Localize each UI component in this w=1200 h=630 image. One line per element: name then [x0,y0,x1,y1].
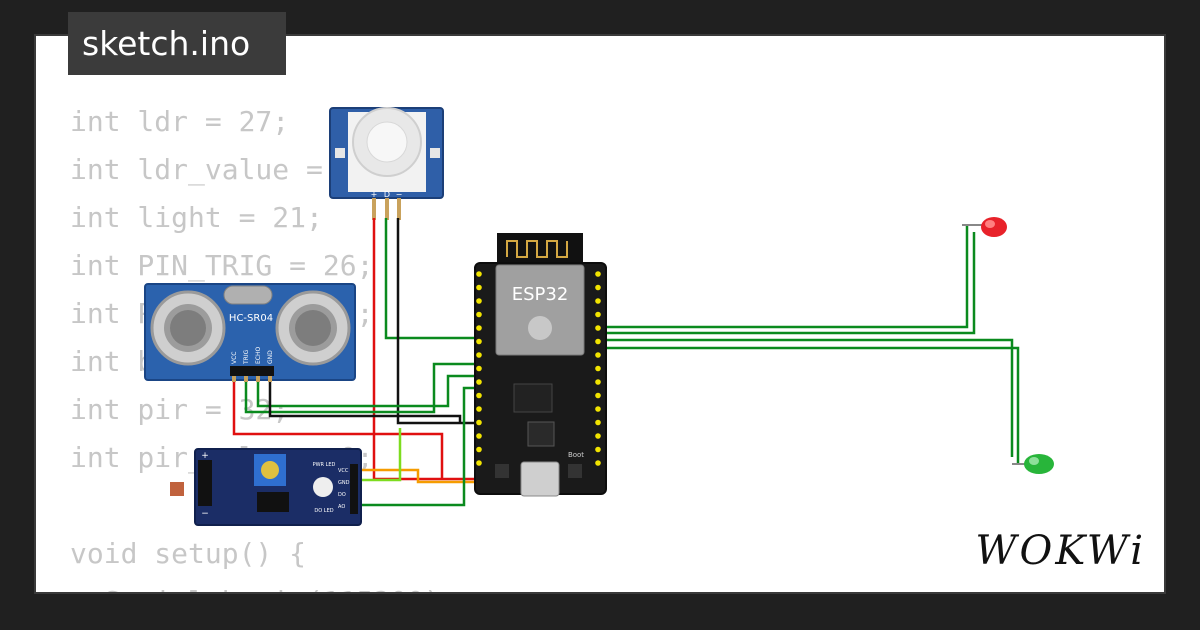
wire-ldr-ao [357,386,478,507]
esp32-pin [595,325,601,331]
esp32-pin [595,379,601,385]
esp32-pin [595,271,601,277]
esp32-pin [595,298,601,304]
ldr-plus-label: + [201,451,209,461]
ldr-minus-label: − [201,509,209,519]
esp32-pin [476,460,482,466]
code-line-11: Serial.begin(115200); [70,586,458,593]
green-led[interactable] [1012,454,1054,474]
wire-pir-vcc [372,218,478,481]
esp32-pin [476,284,482,291]
esp32-boot-label: Boot [568,451,584,459]
esp32-board[interactable]: ESP32 Boot [474,233,607,497]
sr04-pin-trig: TRIG [243,349,250,365]
code-line-1: int ldr = 27; [70,105,290,138]
esp32-pin [476,379,482,385]
esp32-pin [595,406,601,412]
wire-ldr-gnd [357,428,402,482]
code-line-10: void setup() { [70,537,307,570]
esp32-pin [595,311,601,318]
wire-led-red-1 [600,224,969,329]
esp32-pin [476,365,482,372]
esp32-pin [476,325,482,331]
ldr-pin-vcc: VCC [338,468,349,474]
simulation-canvas: int ldr = 27; int ldr_value = 0; int lig… [34,34,1166,594]
pir-d-label: D [384,190,390,199]
ldr-pin-gnd: GND [338,480,350,486]
esp32-pin [476,298,482,304]
circuit-diagram: + D − [144,107,1054,526]
esp32-pin [476,446,482,453]
esp32-label: ESP32 [512,284,569,305]
code-line-3: int light = 21; [70,201,323,234]
wire-sr04-gnd [268,374,462,423]
esp32-pin [595,365,601,372]
esp32-pin [476,311,482,318]
wire-sr04-vcc [232,374,444,479]
wire-sr04-trig [244,362,478,414]
sr04-pin-echo: ECHO [255,347,262,364]
ldr-pwr-led-label: PWR LED [313,462,336,468]
code-line-2: int ldr_value = 0; [70,153,374,186]
esp32-pin [595,338,601,345]
wires [232,218,1020,507]
sr04-pin-gnd: GND [267,350,274,364]
wire-pir-gnd [396,218,478,425]
esp32-pin [595,352,601,358]
esp32-pin [476,419,482,426]
esp32-pin [595,392,601,399]
ultrasonic-sensor[interactable]: HC-SR04 VCC TRIG ECHO GND [144,283,356,382]
esp32-pin [595,446,601,453]
sr04-pin-vcc: VCC [231,352,238,364]
esp32-pin [476,392,482,399]
esp32-pin [476,433,482,439]
pir-minus-label: − [396,190,403,199]
esp32-pin [595,433,601,439]
wire-led-red-2 [600,232,976,335]
wire-ldr-vcc [357,468,478,484]
esp32-pin [595,284,601,291]
wire-led-green-2 [600,346,1020,464]
wire-led-green-1 [600,338,1014,457]
esp32-pin [476,352,482,358]
esp32-pin [476,338,482,345]
sketch-tab[interactable]: sketch.ino [68,12,286,75]
esp32-pin [476,406,482,412]
ldr-do-led-label: DO LED [314,508,333,514]
code-line-4: int PIN_TRIG = 26; [70,249,374,282]
wokwi-logo: WOKWi [975,528,1146,574]
ldr-pin-do: DO [338,492,346,498]
ldr-module[interactable]: + − PWR LED DO LED VCC GND DO AO [170,448,362,526]
esp32-pin [595,419,601,426]
wire-pir-data [384,218,478,340]
esp32-pin [476,271,482,277]
sr04-label: HC-SR04 [229,313,273,324]
red-led[interactable] [962,217,1007,237]
wire-sr04-echo [256,374,478,408]
esp32-pin [595,460,601,466]
ldr-pin-ao: AO [338,504,345,510]
pir-sensor[interactable]: + D − [329,107,444,220]
pir-plus-label: + [371,190,378,199]
